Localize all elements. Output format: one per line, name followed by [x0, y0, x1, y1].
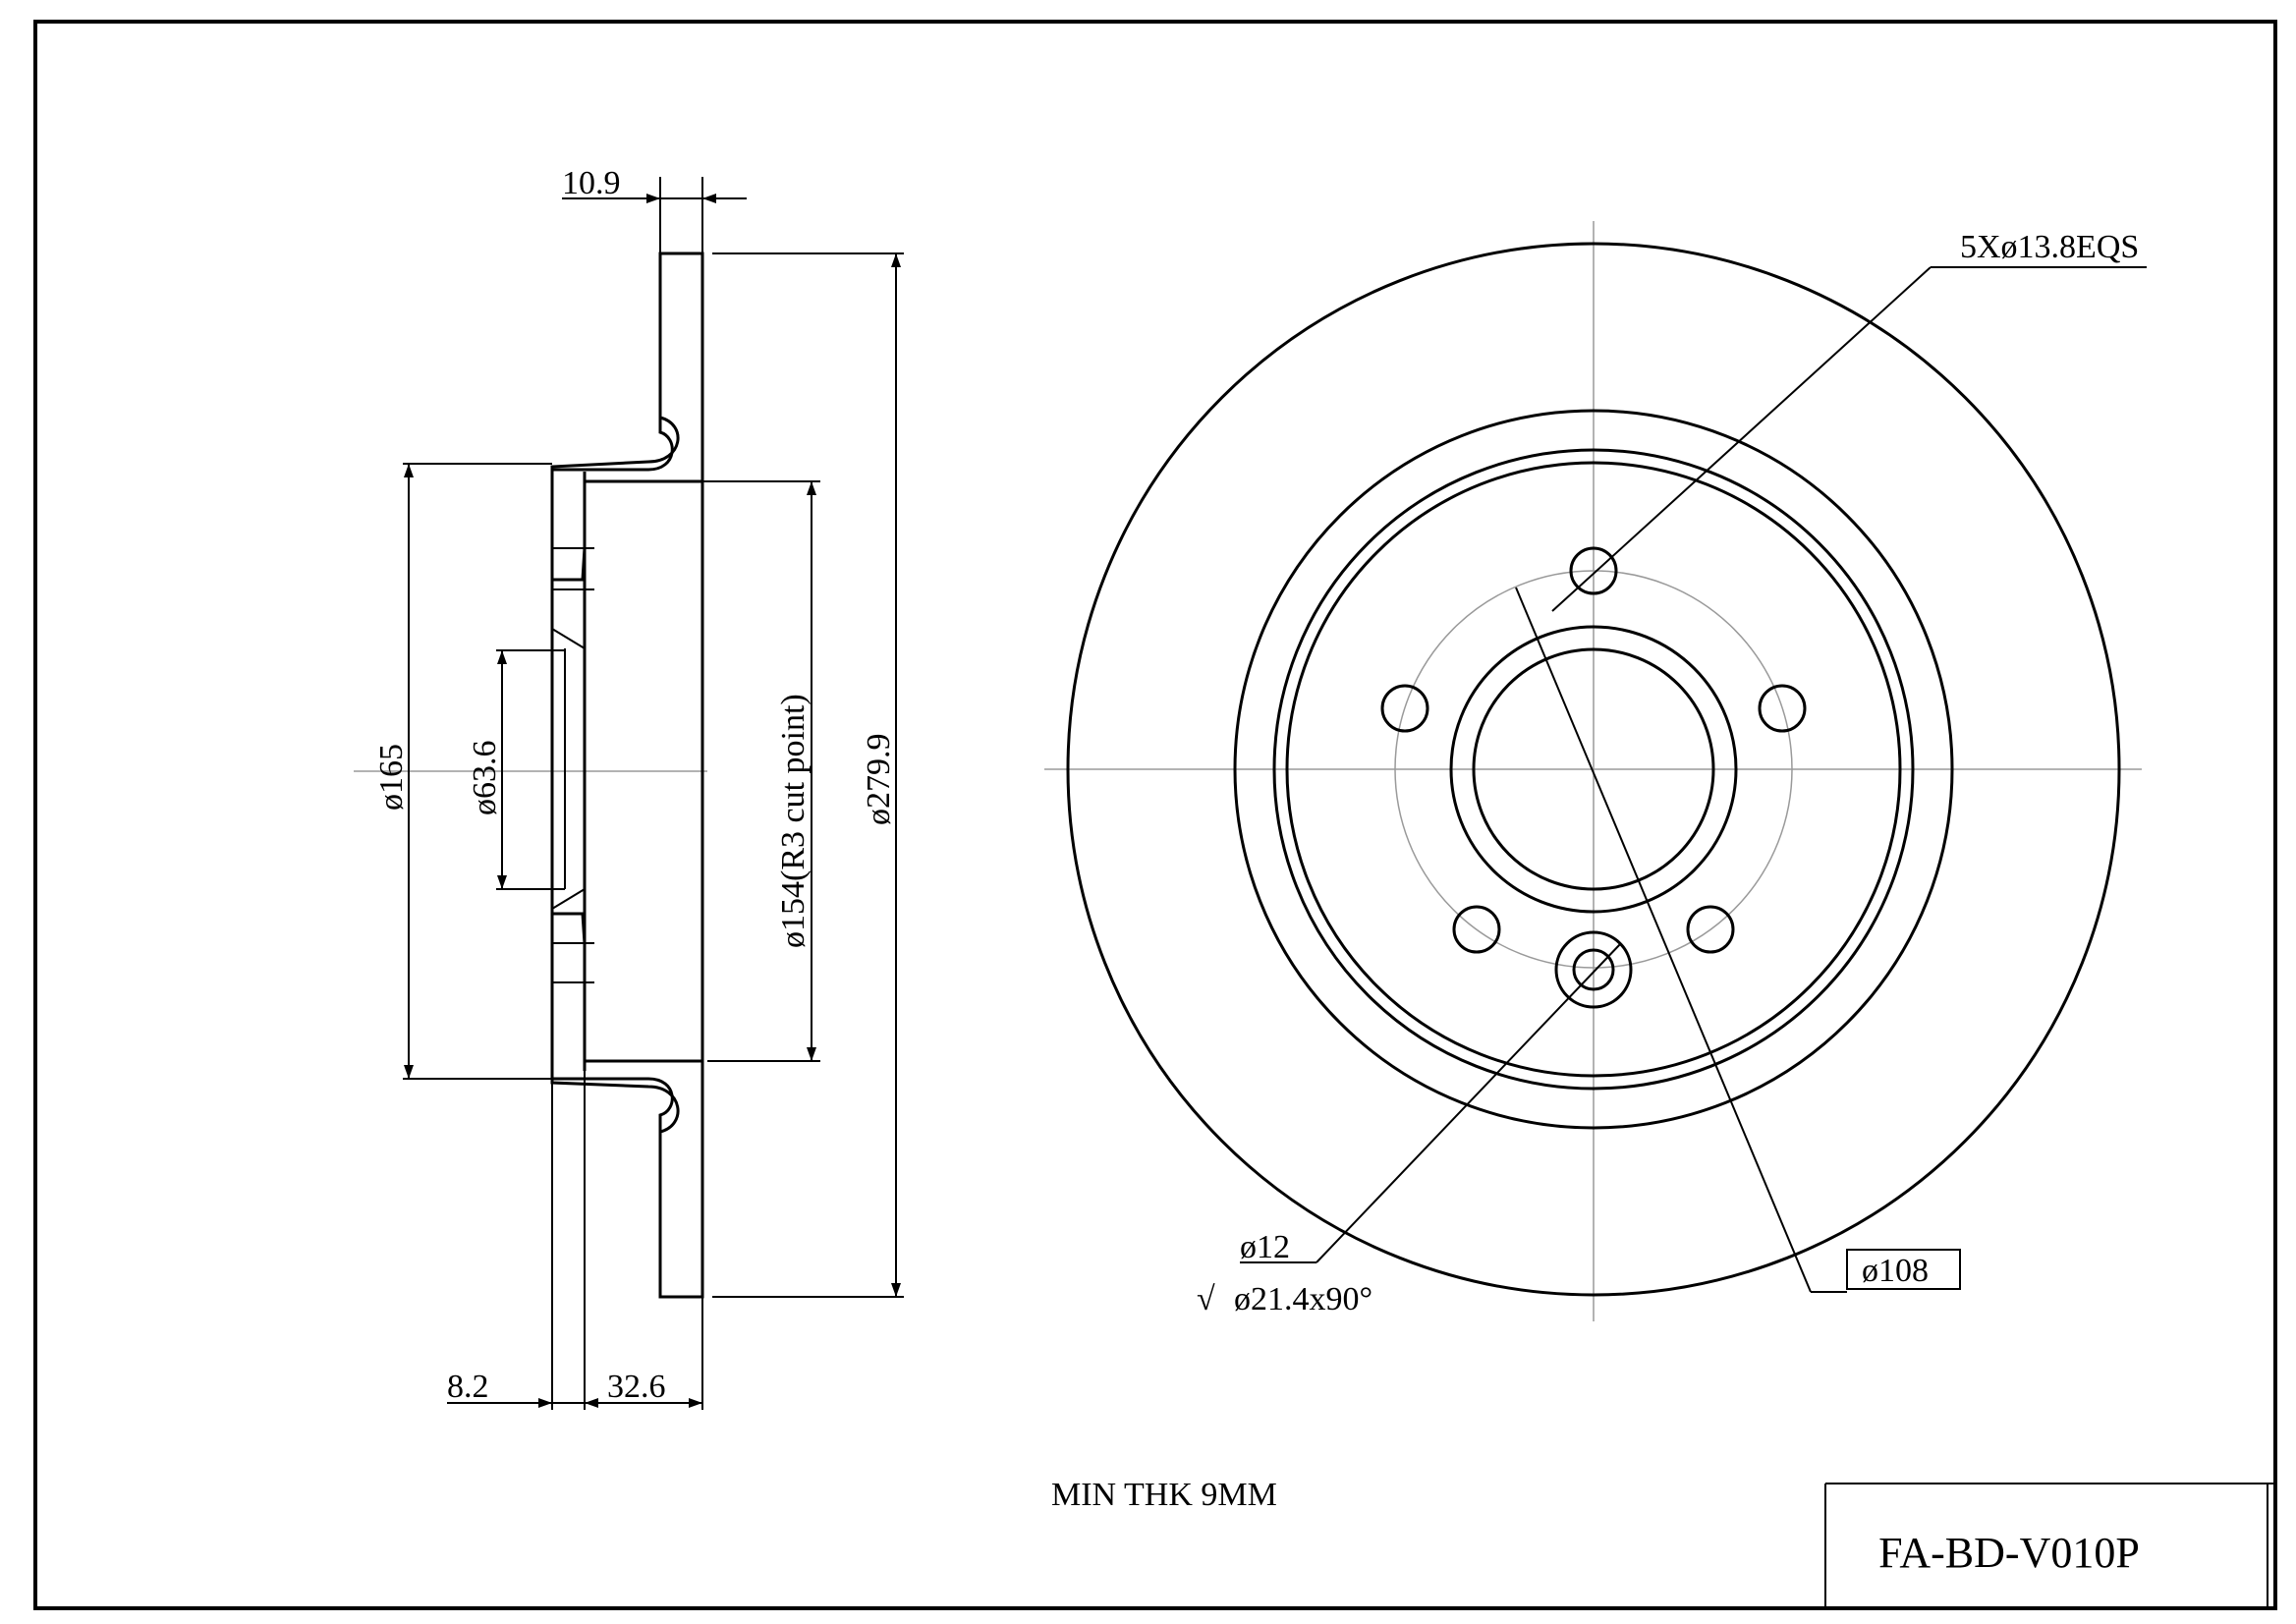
dim-pcd: ø108 [1862, 1253, 1929, 1289]
hat-inner-ring [1272, 448, 1915, 1091]
dim-thickness: 10.9 [562, 165, 621, 201]
bolt-holes [1380, 546, 1807, 954]
bolt-circle [1394, 570, 1793, 969]
part-number: FA-BD-V010P [1878, 1529, 2140, 1577]
center-bore-outer [1449, 625, 1738, 914]
dim-total-height: 32.6 [607, 1369, 666, 1405]
dim-bolt-holes: 5Xø13.8EQS [1960, 229, 2139, 265]
dim-center-bore: ø63.6 [467, 741, 503, 816]
countersink-outer [1554, 930, 1633, 1009]
rotor-outer-edge [1066, 242, 2121, 1297]
hat-outer-ring [1233, 409, 1954, 1130]
drawing-border [33, 20, 2277, 1610]
dim-countersink: ø21.4x90° [1234, 1281, 1372, 1317]
countersink-inner [1572, 948, 1615, 991]
side-section-view: 10.9 ø279.9 ø154(R3 cut point) ø165 ø63.… [354, 165, 904, 1410]
dim-hub-diameter: ø165 [373, 744, 410, 811]
dim-outer-diameter: ø279.9 [861, 734, 897, 826]
title-block: FA-BD-V010P [1824, 1483, 2275, 1608]
countersink-symbol: √ [1197, 1281, 1215, 1317]
min-thickness-note: MIN THK 9MM [1051, 1477, 1277, 1513]
dim-hole-diameter: ø12 [1240, 1229, 1290, 1265]
dim-hub-offset: 8.2 [447, 1369, 489, 1405]
center-bore [1472, 647, 1715, 891]
front-view: 5Xø13.8EQS ø108 ø12 √ ø21.4x90° [1044, 221, 2147, 1321]
dim-inner-diameter: ø154(R3 cut point) [775, 694, 812, 948]
rotor-section-top [550, 252, 704, 582]
rotor-section-bottom [550, 912, 704, 1299]
